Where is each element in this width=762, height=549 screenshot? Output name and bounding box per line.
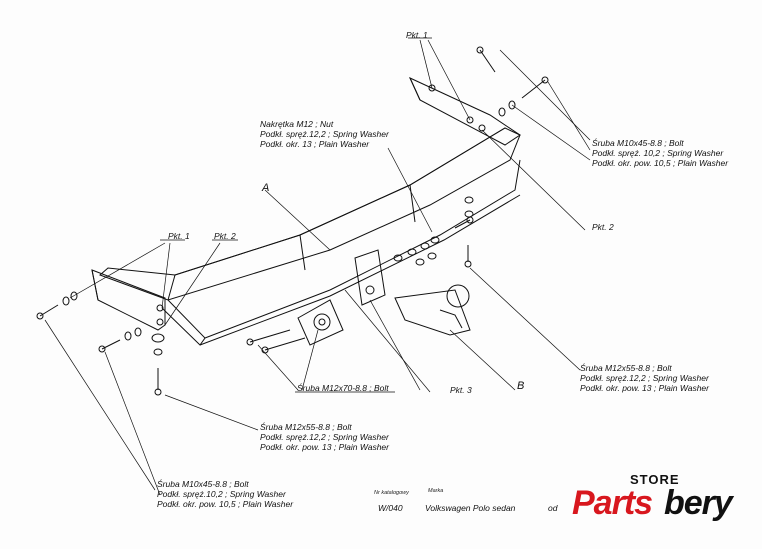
label-line: Podkł. okr. pow. 10,5 ; Plain Washer xyxy=(157,499,294,509)
label-line: Podkł. spręż. 10,2 ; Spring Washer xyxy=(592,148,724,158)
from-caption: od xyxy=(548,503,558,513)
bolt-m10-bottom-label: Śruba M10x45-8.8 ; Bolt Podkł. spręż.10,… xyxy=(157,479,293,509)
partsbery-logo: STORE Parts bery xyxy=(568,470,748,530)
label-line: Podkł. okr. pow. 13 ; Plain Washer xyxy=(580,383,709,393)
bolt-m12x70-label: Śruba M12x70-8.8 ; Bolt xyxy=(297,383,389,393)
nut-group-label: Nakrętka M12 ; Nut Podkł. spręż.12,2 ; S… xyxy=(260,119,389,149)
label-line: Śruba M10x45-8.8 ; Bolt xyxy=(157,479,249,489)
pkt2-right-label: Pkt. 2 xyxy=(592,222,614,232)
crossbar-beam xyxy=(99,127,521,346)
left-bracket xyxy=(91,269,166,331)
logo-brand-red: Parts xyxy=(572,484,653,522)
label-line: Śruba M12x55-8.8 ; Bolt xyxy=(580,363,672,373)
ball-mount-assembly xyxy=(297,249,471,346)
part-b-letter: B xyxy=(517,380,525,392)
brand-caption: Marka xyxy=(428,488,444,494)
fasteners xyxy=(36,46,549,396)
label-line: Podkł. spręż.12,2 ; Spring Washer xyxy=(580,373,709,383)
catalog-number-caption: Nr katalogowy xyxy=(374,490,409,496)
brand-value: Volkswagen Polo sedan xyxy=(425,503,516,513)
label-line: Podkł. okr. pow. 10,5 ; Plain Washer xyxy=(592,158,729,168)
label-line: Śruba M12x55-8.8 ; Bolt xyxy=(260,422,352,432)
leader-lines xyxy=(44,37,591,496)
logo-brand-black: bery xyxy=(664,484,733,522)
pkt2-left-label: Pkt. 2 xyxy=(214,231,236,241)
label-line: Nakrętka M12 ; Nut xyxy=(260,119,334,129)
pkt1-left-label: Pkt. 1 xyxy=(168,231,190,241)
logo-store-text: STORE xyxy=(630,472,680,487)
label-line: Podkł. spręż.12,2 ; Spring Washer xyxy=(260,129,389,139)
bolt-m12x55-left-label: Śruba M12x55-8.8 ; Bolt Podkł. spręż.12,… xyxy=(260,422,389,452)
catalog-number-value: W/040 xyxy=(378,503,403,513)
label-line: Śruba M10x45-8.8 ; Bolt xyxy=(592,138,684,148)
part-a-letter: A xyxy=(262,182,270,194)
label-line: Podkł. okr. pow. 13 ; Plain Washer xyxy=(260,442,389,452)
pkt3-label: Pkt. 3 xyxy=(450,385,472,395)
bolt-m10-top-label: Śruba M10x45-8.8 ; Bolt Podkł. spręż. 10… xyxy=(592,138,728,168)
pkt1-top-label: Pkt. 1 xyxy=(406,30,428,40)
bolt-m12x55-right-label: Śruba M12x55-8.8 ; Bolt Podkł. spręż.12,… xyxy=(580,363,709,393)
label-line: Podkł. okr. 13 ; Plain Washer xyxy=(260,139,370,149)
right-bracket xyxy=(408,76,521,146)
label-line: Podkł. spręż.10,2 ; Spring Washer xyxy=(157,489,286,499)
label-line: Podkł. spręż.12,2 ; Spring Washer xyxy=(260,432,389,442)
